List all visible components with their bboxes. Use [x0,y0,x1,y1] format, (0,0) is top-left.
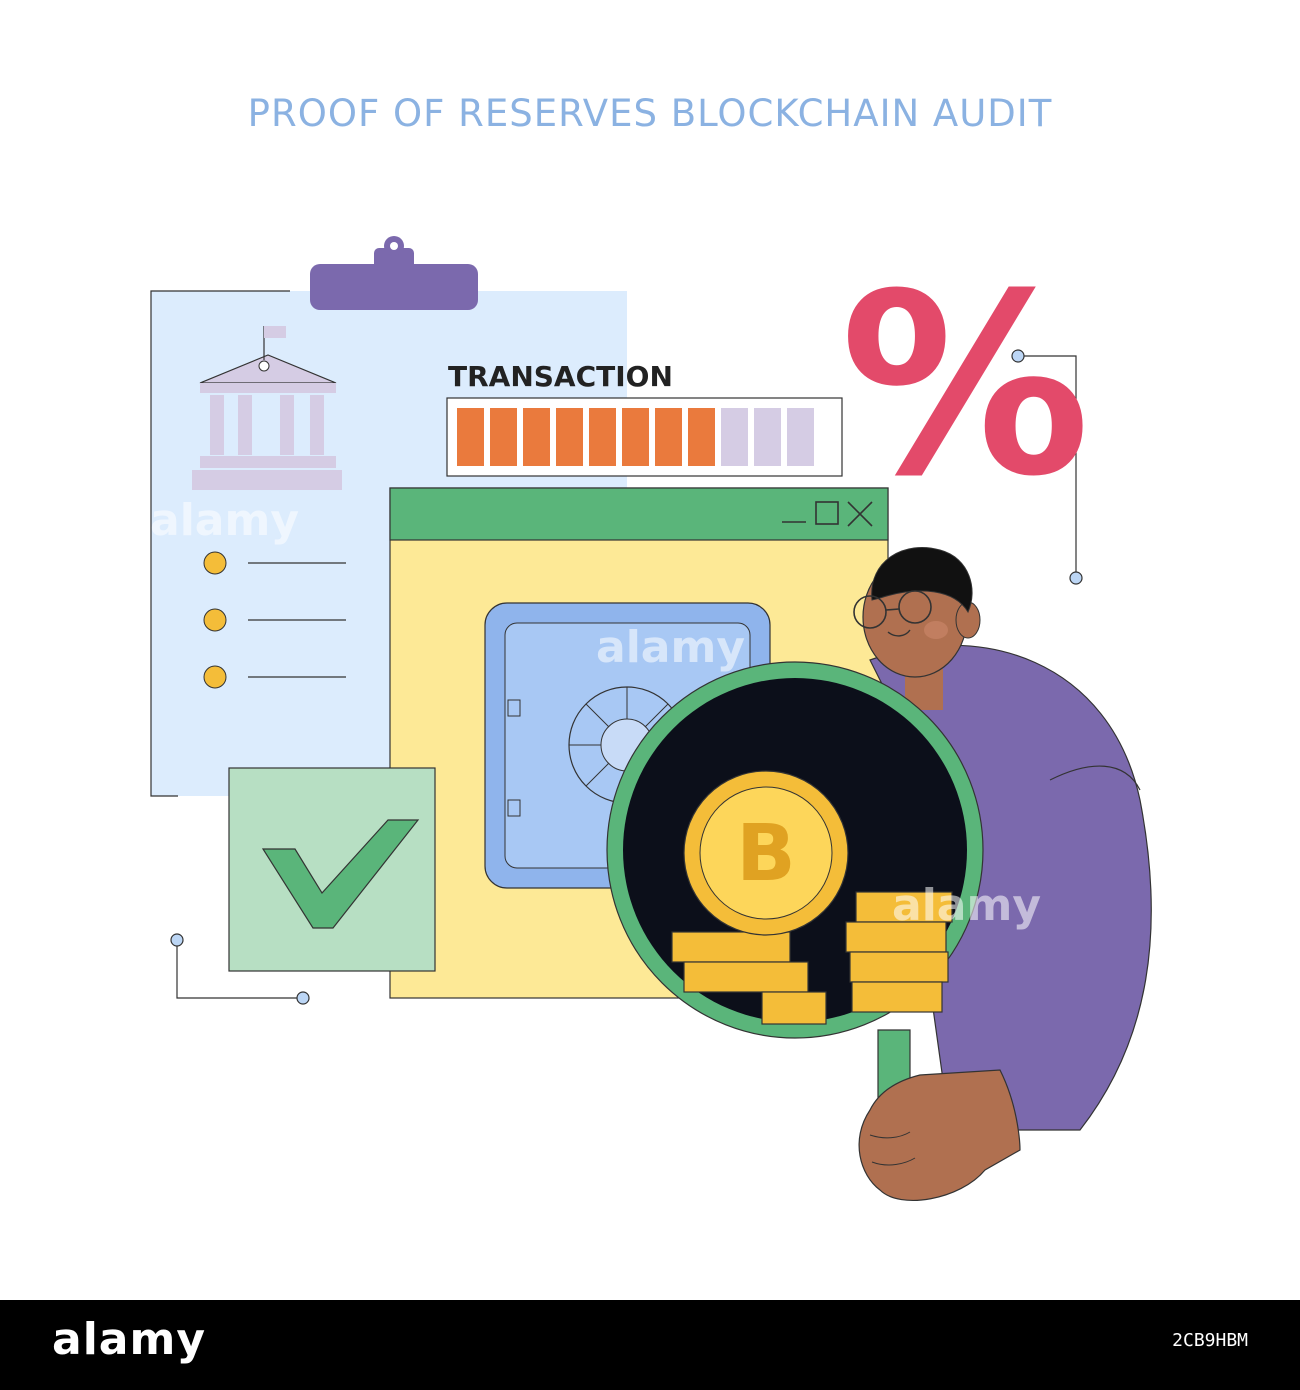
person-hand [858,1069,1021,1201]
progress-segments [457,408,814,466]
progress-segment-filled [655,408,682,466]
progress-segment-empty [787,408,814,466]
footer-brand: alamy [52,1314,206,1365]
illustration: TRANSACTION % [150,236,1152,1201]
connector-bottom-left [170,933,310,1005]
bitcoin-icon: B [683,770,849,936]
watermark-text: alamy [892,880,1041,931]
progress-segment-filled [556,408,583,466]
progress-segment-filled [490,408,517,466]
bank-icon [192,326,342,490]
percent-icon: % [840,240,1091,531]
watermark-text: alamy [150,495,299,546]
document-list [203,551,346,689]
footer-image-id: 2CB9HBM [1172,1330,1248,1351]
progress-segment-empty [721,408,748,466]
progress-segment-filled [622,408,649,466]
footer-bar: alamy 2CB9HBM [0,1300,1300,1390]
checkmark-icon [261,819,420,929]
coin-stacks [671,891,953,1025]
clipboard-clip [310,236,478,310]
transaction-progress: TRANSACTION [446,360,843,477]
transaction-label: TRANSACTION [448,360,673,393]
progress-segment-filled [523,408,550,466]
progress-segment-filled [589,408,616,466]
progress-segment-empty [754,408,781,466]
bitcoin-symbol: B [736,809,795,899]
approval-check-box [228,767,436,972]
watermark-text: alamy [596,622,745,673]
page-title: PROOF OF RESERVES BLOCKCHAIN AUDIT [247,92,1053,135]
person-head [853,546,981,710]
watermarks: alamy alamy alamy [150,495,1041,931]
progress-segment-filled [688,408,715,466]
connector-top-right [1011,349,1083,585]
window-controls[interactable] [782,501,873,527]
progress-segment-filled [457,408,484,466]
